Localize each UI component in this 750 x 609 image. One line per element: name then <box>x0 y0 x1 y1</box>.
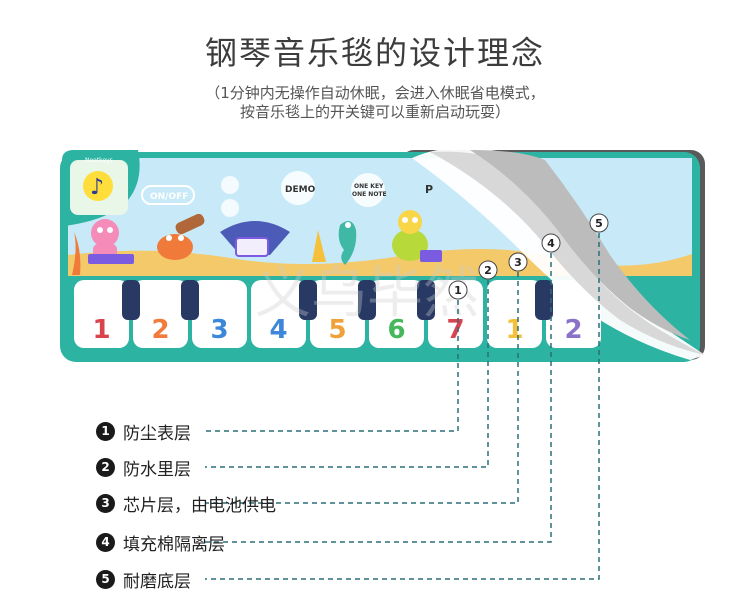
white-key[interactable] <box>487 280 542 348</box>
white-key[interactable] <box>192 280 247 348</box>
black-key[interactable] <box>181 280 199 320</box>
layer-label: 防水里层 <box>123 459 191 480</box>
key-number: 1 <box>505 315 523 345</box>
black-key[interactable] <box>358 280 376 320</box>
one-key-button[interactable] <box>351 173 385 207</box>
key-number: 4 <box>269 315 287 345</box>
saxophone-toy <box>312 230 326 262</box>
sound-icon[interactable] <box>221 199 239 217</box>
key-number: 2 <box>151 315 169 345</box>
callout-circle <box>478 260 498 280</box>
key-number: 6 <box>387 315 405 345</box>
on-off-button[interactable] <box>141 185 195 205</box>
white-key[interactable] <box>369 280 424 348</box>
octopus-character <box>91 219 119 260</box>
layer-number: 4 <box>96 532 115 552</box>
on-off-label: ON/OFF <box>150 192 188 202</box>
layer-label: 芯片层，由电池供电 <box>123 495 276 516</box>
black-key[interactable] <box>122 280 140 320</box>
brand-text: Nootkeys <box>85 157 113 164</box>
key-numbers: 1 2 3 4 5 6 7 1 2 <box>92 315 582 345</box>
white-key[interactable] <box>310 280 365 348</box>
layer-number: 1 <box>96 421 115 441</box>
black-key[interactable] <box>535 280 553 320</box>
black-key[interactable] <box>299 280 317 320</box>
layer-item: 1 防尘表层 <box>96 420 191 444</box>
layer-label: 填充棉隔离层 <box>123 534 225 555</box>
white-key[interactable] <box>133 280 188 348</box>
white-key[interactable] <box>251 280 306 348</box>
layer-number: 5 <box>96 569 115 589</box>
callout-line <box>205 272 519 504</box>
callouts: 1 2 3 4 5 <box>205 213 609 580</box>
white-key[interactable] <box>428 280 483 348</box>
layer-item: 2 防水里层 <box>96 456 191 480</box>
white-key[interactable] <box>74 280 129 348</box>
peeled-inner-layer <box>430 151 705 355</box>
music-note-icon <box>83 171 113 201</box>
violin-toy <box>175 213 205 235</box>
accordion-toy <box>420 250 442 262</box>
callout-circle <box>508 252 528 272</box>
white-keys <box>74 280 601 348</box>
crab-character <box>157 234 193 260</box>
layer-number: 3 <box>96 493 115 513</box>
seaweed <box>72 232 81 275</box>
demo-button[interactable] <box>281 171 315 205</box>
layer-label: 耐磨底层 <box>123 571 191 592</box>
black-key[interactable] <box>417 280 435 320</box>
layer-item: 5 耐磨底层 <box>96 568 191 592</box>
peeled-padding-layer <box>470 150 690 340</box>
subtitle-line-2: 按音乐毯上的开关键可以重新启动玩耍） <box>239 103 510 121</box>
volume-icon[interactable] <box>221 176 239 194</box>
key-number: 5 <box>328 315 346 345</box>
turtle-character <box>392 210 428 261</box>
black-keys <box>122 280 553 320</box>
key-number: 1 <box>92 315 110 345</box>
layer-item: 4 填充棉隔离层 <box>96 531 225 555</box>
demo-label: DEMO <box>285 185 316 195</box>
callout-circle <box>541 233 561 253</box>
callout-number: 5 <box>595 217 603 230</box>
one-key-label: ONE KEY <box>354 183 384 190</box>
callout-number: 1 <box>454 284 462 297</box>
watermark: 义乌毕然 <box>255 261 479 326</box>
callout-line <box>205 253 552 543</box>
callout-circle <box>589 213 609 233</box>
ray-character <box>220 221 290 257</box>
key-number: 3 <box>210 315 228 345</box>
callout-line <box>205 233 600 580</box>
one-note-label: ONE NOTE <box>352 191 387 198</box>
subtitle-line-1: （1分钟内无操作自动休眠，会进入休眠省电模式， <box>205 84 545 102</box>
subtitle: （1分钟内无操作自动休眠，会进入休眠省电模式， 按音乐毯上的开关键可以重新启动玩… <box>0 84 750 122</box>
layer-item: 3 芯片层，由电池供电 <box>96 492 276 516</box>
layer-number: 2 <box>96 457 115 477</box>
callout-number: 4 <box>547 237 555 250</box>
callout-number: 3 <box>514 256 522 269</box>
partial-button-label: P <box>425 183 433 196</box>
seahorse-character <box>338 221 357 265</box>
key-number: 2 <box>564 315 582 345</box>
callout-line <box>205 300 459 432</box>
layer-label: 防尘表层 <box>123 423 191 444</box>
callout-circle <box>448 280 468 300</box>
key-number: 7 <box>446 315 464 345</box>
keyboard-toy <box>88 254 134 264</box>
callout-number: 2 <box>484 264 492 277</box>
page-title: 钢琴音乐毯的设计理念 <box>204 34 545 72</box>
music-note-glyph: ♪ <box>90 175 104 200</box>
